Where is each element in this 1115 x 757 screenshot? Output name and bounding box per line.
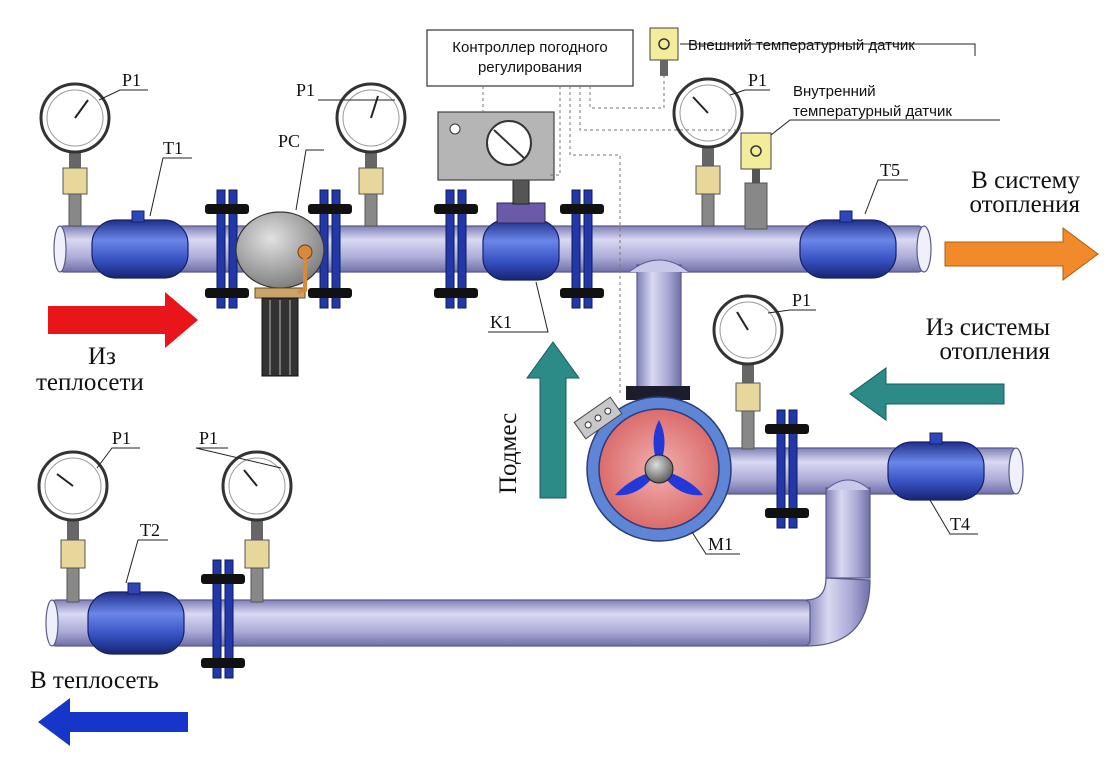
controller-label-line1: Контроллер погодного bbox=[452, 39, 607, 56]
outdoor-sensor-label: Внешний температурный датчик bbox=[688, 37, 915, 54]
gauge-label: P1 bbox=[112, 428, 131, 448]
arrow-to-network bbox=[38, 698, 188, 746]
gauge-label: P1 bbox=[296, 80, 315, 100]
flowmeter-t2 bbox=[87, 582, 185, 655]
leader-lines bbox=[96, 43, 1000, 584]
mixing-pipe bbox=[636, 264, 682, 391]
flange-bolts bbox=[201, 204, 809, 668]
flowmeter-t5 bbox=[799, 210, 897, 279]
return-drop-pipe bbox=[825, 487, 871, 579]
signal-lines bbox=[482, 76, 741, 395]
gauge-label: P1 bbox=[122, 70, 141, 90]
arrow-from-network bbox=[48, 292, 198, 348]
indoor-sensor-label-line1: Внутренний bbox=[793, 83, 876, 100]
to-network-label: В теплосеть bbox=[30, 667, 159, 694]
t5-label: T5 bbox=[880, 160, 900, 180]
to-heating-label-line2: отопления bbox=[970, 191, 1081, 218]
t4-label: T4 bbox=[950, 514, 970, 534]
k1-label: K1 bbox=[490, 312, 512, 332]
circulation-pump-icon bbox=[573, 386, 732, 542]
indoor-sensor-label-line2: температурный датчик bbox=[793, 103, 952, 120]
from-network-label-line2: теплосети bbox=[36, 369, 144, 396]
arrow-mixing bbox=[526, 341, 580, 499]
arrow-from-heating bbox=[849, 367, 1005, 421]
t1-label: T1 bbox=[163, 138, 183, 158]
m1-label: M1 bbox=[708, 534, 733, 554]
pressure-gauge-icon bbox=[37, 77, 784, 603]
flowmeter-t1 bbox=[91, 210, 189, 279]
from-heating-label-line2: отопления bbox=[940, 338, 1051, 365]
flowmeter-t4 bbox=[887, 432, 985, 501]
gauge-label: P1 bbox=[748, 70, 767, 90]
rc-label: PC bbox=[278, 131, 300, 151]
motorized-valve-k1 bbox=[437, 111, 560, 281]
controller-label-line2: регулирования bbox=[478, 59, 582, 76]
gauge-label: P1 bbox=[792, 290, 811, 310]
to-heating-label-line1: В систему bbox=[971, 167, 1080, 194]
control-valve-icon bbox=[235, 211, 325, 377]
from-network-label-line1: Из bbox=[88, 343, 116, 370]
t2-label: T2 bbox=[140, 520, 160, 540]
temperature-sensor-icon bbox=[649, 27, 772, 230]
arrow-to-heating bbox=[944, 227, 1099, 281]
gauge-label: P1 bbox=[199, 428, 218, 448]
weather-controller-box bbox=[426, 29, 634, 87]
mixing-label: Подмес bbox=[495, 413, 522, 494]
from-heating-label-line1: Из системы bbox=[926, 314, 1051, 341]
